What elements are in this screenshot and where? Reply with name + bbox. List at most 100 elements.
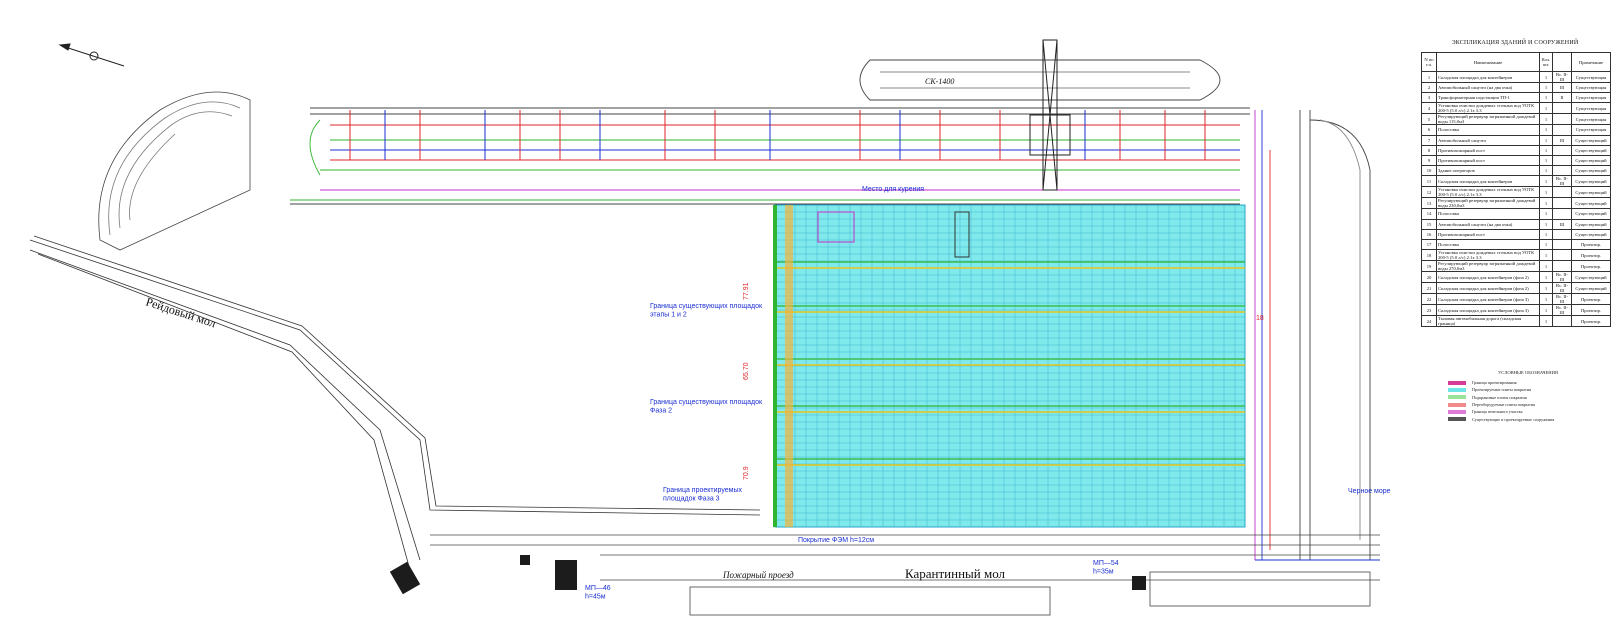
header-qty: Кол. шт.	[1539, 52, 1553, 72]
table-cell: 24	[1421, 315, 1437, 328]
table-cell: Существующая	[1571, 113, 1611, 126]
table-cell: Вс. II-III	[1552, 71, 1572, 83]
table-cell: 1	[1539, 208, 1553, 220]
table-cell: 3	[1421, 92, 1437, 104]
table-cell	[1552, 260, 1572, 273]
table-cell: Складская площадка для контейнеров (фаза…	[1436, 293, 1540, 306]
table-cell: Проектир.	[1571, 304, 1611, 317]
table-cell	[1552, 186, 1572, 199]
ship-label: СК-1400	[925, 77, 954, 86]
table-cell: 1	[1539, 154, 1553, 167]
table-cell: Существующий	[1571, 271, 1611, 284]
table-cell	[1552, 315, 1572, 328]
table-cell: Существующий	[1571, 208, 1611, 220]
table-cell: Полосовка	[1436, 238, 1540, 251]
legend-text: Существующие и проектируемые сооружения	[1472, 416, 1555, 422]
legend-swatch	[1448, 417, 1466, 422]
table-cell: 11	[1421, 175, 1437, 188]
quarantine-pier	[430, 534, 1380, 616]
table-cell: 1	[1539, 71, 1553, 83]
table-cell: Существующий	[1571, 197, 1611, 210]
table-cell: Полосовка	[1436, 208, 1540, 220]
legend-item: Проектируемые плиты покрытия	[1448, 386, 1608, 393]
table-cell: 1	[1539, 238, 1553, 251]
table-cell: 1	[1539, 102, 1553, 115]
table-cell: Складская площадка для контейнеров (фаза…	[1436, 271, 1540, 284]
table-cell: Вс. II-III	[1552, 282, 1572, 295]
table-cell: Существующий	[1571, 165, 1611, 177]
table-cell: Складская площадка для контейнеров (фаза…	[1436, 304, 1540, 317]
explication-title: ЭКСПЛИКАЦИЯ ЗДАНИЙ И СООРУЖЕНИЙ	[1451, 40, 1579, 46]
table-cell: Здание операторов	[1436, 165, 1540, 177]
legend-text: Переоборудуемые плиты покрытия	[1472, 402, 1535, 408]
table-cell: 1	[1539, 113, 1553, 126]
table-cell: 1	[1539, 144, 1553, 156]
table-cell: 5	[1421, 113, 1437, 126]
table-cell: 6	[1421, 124, 1437, 136]
table-cell: Проектир.	[1571, 293, 1611, 306]
table-cell: 21	[1421, 282, 1437, 295]
explication-panel: ЭКСПЛИКАЦИЯ ЗДАНИЙ И СООРУЖЕНИЙ N по г.п…	[1421, 40, 1611, 328]
table-cell: Существующий	[1571, 186, 1611, 199]
table-cell: Вс. II-III	[1552, 293, 1572, 306]
table-cell: 1	[1539, 315, 1553, 328]
table-cell: 17	[1421, 238, 1437, 251]
table-cell: Складская площадка для контейнеров (фаза…	[1436, 282, 1540, 295]
black-sea-label: Черное море	[1348, 488, 1391, 495]
table-cell: Складская площадка для контейнеров	[1436, 175, 1540, 188]
table-cell: II	[1552, 92, 1572, 104]
table-cell: 2	[1421, 81, 1437, 94]
quarantine-pier-label: Карантинный мол	[905, 566, 1006, 581]
table-cell: Складская площадка для контейнеров	[1436, 71, 1540, 83]
table-cell: Регулирующий резервуар загрязненной дожд…	[1436, 197, 1540, 210]
table-cell: Существующий	[1571, 228, 1611, 240]
table-cell: 15	[1421, 218, 1437, 230]
table-cell: 1	[1539, 293, 1553, 306]
coating-label: Покрытие ФЭМ h=12см	[798, 537, 874, 544]
dimension-labels: 77.91 65.70 70.9 18	[743, 282, 1264, 480]
table-cell: Автомобильный санузел (на два очка)	[1436, 81, 1540, 94]
table-cell: Существующая	[1571, 102, 1611, 115]
legend-swatch	[1448, 409, 1466, 414]
table-cell: Вс. II-III	[1552, 175, 1572, 188]
right-berth	[1254, 110, 1380, 561]
gantry-crane	[1029, 39, 1071, 191]
drilling-place-label: Место для курения	[862, 186, 924, 193]
header-class	[1552, 52, 1572, 72]
table-cell	[1552, 102, 1572, 115]
table-cell: 1	[1539, 134, 1553, 146]
table-cell: Противопожарный пост	[1436, 154, 1540, 167]
ship-outline	[859, 59, 1221, 101]
legend-item: Переоборудуемые плиты покрытия	[1448, 401, 1608, 408]
table-cell: 22	[1421, 293, 1437, 306]
table-cell: Вс. II-III	[1552, 271, 1572, 284]
legend-item: Существующие и проектируемые сооружения	[1448, 415, 1608, 422]
table-cell: 1	[1539, 249, 1553, 262]
table-cell: 1	[1539, 304, 1553, 317]
header-number: N по г.п.	[1421, 52, 1437, 72]
dim-2: 65.70	[743, 362, 750, 380]
table-cell: 1	[1539, 124, 1553, 136]
table-cell: 1	[1421, 71, 1437, 83]
table-cell: 13	[1421, 197, 1437, 210]
header-note: Примечание	[1571, 52, 1611, 72]
table-cell: III	[1552, 134, 1572, 146]
table-cell: 12	[1421, 186, 1437, 199]
table-cell: Автомобильный санузел	[1436, 134, 1540, 146]
table-cell	[1552, 197, 1572, 210]
table-cell: Существующая	[1571, 71, 1611, 83]
table-cell: 18	[1421, 249, 1437, 262]
